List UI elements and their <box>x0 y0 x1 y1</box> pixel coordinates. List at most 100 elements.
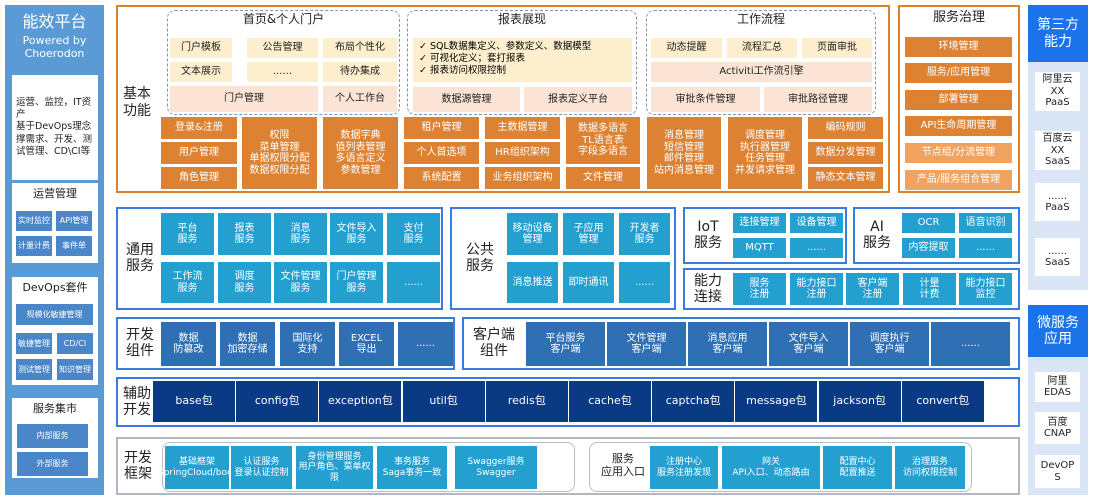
capability-item: 客户端 注册 <box>846 273 899 305</box>
aux-dev-package: util包 <box>402 381 485 422</box>
general-service-item: 工作流 服务 <box>161 262 214 303</box>
governance-item: 部署管理 <box>905 90 1012 110</box>
workflow-item: 动态提醒 <box>651 38 722 58</box>
service-entry-item: 配置中心 配置推送 <box>823 446 892 489</box>
workflow-item: 审批路径管理 <box>764 87 872 112</box>
workflow-item: 审批条件管理 <box>651 87 760 112</box>
dev-component-item: EXCEL 导出 <box>339 322 394 366</box>
public-service-item: 移动设备 管理 <box>507 213 558 255</box>
governance-item: API生命周期管理 <box>905 116 1012 136</box>
report-item: 数据源管理 <box>413 87 520 112</box>
public-service-item: 开发者 服务 <box>619 213 670 255</box>
portal-item: 个人工作台 <box>323 86 397 112</box>
capability-item: 能力接口 注册 <box>790 273 843 305</box>
aux-dev-label: 辅助 开发 <box>123 385 151 418</box>
ops-title: 运营管理 <box>33 186 77 200</box>
service-entry-label: 服务 应用入口 <box>601 452 645 478</box>
general-service-item: 文件管理 服务 <box>274 262 327 303</box>
report-check-item: ✓ 报表访问权限控制 <box>419 64 506 76</box>
public-service-item: 消息推送 <box>507 262 558 303</box>
aux-dev-package: base包 <box>153 381 235 422</box>
third-party-item: 阿里云 XX PaaS <box>1035 72 1080 111</box>
basic-functions-label: 基本 功能 <box>123 86 151 119</box>
ops-item: 实时监控 <box>16 211 52 231</box>
iot-item: MQTT <box>733 238 786 258</box>
ai-item: 内容提取 <box>902 238 955 258</box>
module-item: 数据多语言 TL语言表 字段多语言 <box>566 117 640 164</box>
client-component-item: 平台服务 客户端 <box>526 322 605 366</box>
dev-components-label: 开发 组件 <box>126 326 154 359</box>
sidebar-title: 能效平台 <box>22 11 87 31</box>
module-item: 静态文本管理 <box>808 167 883 189</box>
aux-dev-package: message包 <box>735 381 818 422</box>
devops-item: 测试管理 <box>16 359 52 380</box>
portal-item: ...... <box>247 62 318 82</box>
ops-item: 计量计费 <box>16 236 52 256</box>
aux-dev-package: cache包 <box>569 381 651 422</box>
general-service-item: 消息 服务 <box>274 213 327 255</box>
module-item: 业务组织架构 <box>485 167 560 189</box>
portal-item: 文本展示 <box>170 62 232 82</box>
report-title: 报表展现 <box>497 12 546 27</box>
governance-item: 节点组/分流管理 <box>905 143 1012 163</box>
general-service-item: ...... <box>387 262 440 303</box>
aux-dev-package: convert包 <box>901 381 984 422</box>
client-component-item: 消息应用 客户端 <box>688 322 767 366</box>
devops-item: 规模化敏捷管理 <box>16 304 93 325</box>
module-item: 个人首选项 <box>404 142 479 164</box>
ai-item: 语音识别 <box>959 213 1012 233</box>
client-component-item: 调度执行 客户端 <box>850 322 929 366</box>
module-item: 消息管理 短信管理 邮件管理 站内消息管理 <box>647 117 721 189</box>
microservice-header: 微服务 应用 <box>1028 305 1088 357</box>
aux-dev-package: redis包 <box>485 381 568 422</box>
client-component-item: 文件管理 客户端 <box>607 322 686 366</box>
ops-item: API管理 <box>56 211 92 231</box>
general-service-item: 门户管理 服务 <box>330 262 383 303</box>
module-item: 系统配置 <box>404 167 479 189</box>
devops-item: CD/CI <box>57 333 93 354</box>
workflow-item: 流程汇总 <box>727 38 797 58</box>
market-title: 服务集市 <box>33 401 77 415</box>
aux-dev-package: captcha包 <box>652 381 735 422</box>
module-item: 数据字典 值列表管理 多语言定义 参数管理 <box>323 117 398 189</box>
third-party-header: 第三方 能力 <box>1028 5 1088 62</box>
module-item: HR组织架构 <box>485 142 560 164</box>
dev-component-item: 数据 加密存储 <box>220 322 275 366</box>
module-item: 文件管理 <box>566 167 640 189</box>
governance-title: 服务治理 <box>932 9 985 25</box>
workflow-item: 页面审批 <box>802 38 872 58</box>
ai-label: AI 服务 <box>863 218 891 251</box>
governance-item: 环境管理 <box>905 37 1012 57</box>
public-services-label: 公共 服务 <box>466 241 494 274</box>
third-party-item: ...... PaaS <box>1035 183 1080 221</box>
report-item: 报表定义平台 <box>524 87 632 112</box>
framework-item: 基础框架 SpringCloud/boot <box>158 446 236 489</box>
sidebar-description: 运营、监控，IT资产 基于DevOps理念撑需求、开发、测试管理、CD\CI等 <box>12 75 98 180</box>
module-item: 主数据管理 <box>485 117 560 139</box>
portal-item: 公告管理 <box>247 38 318 58</box>
ai-item: OCR <box>902 213 955 233</box>
microservice-item: 百度 CNAP <box>1035 412 1080 444</box>
dev-component-item: 国际化 支持 <box>280 322 335 366</box>
report-checklist-box <box>413 38 632 82</box>
iot-label: IoT 服务 <box>694 218 722 251</box>
module-item: 用户管理 <box>161 142 237 164</box>
portal-item: 门户管理 <box>170 86 318 112</box>
public-service-item: ...... <box>619 262 670 303</box>
capability-item: 能力接口 监控 <box>959 273 1012 305</box>
public-service-item: 子应用 管理 <box>563 213 614 255</box>
portal-title: 首页&个人门户 <box>242 12 325 27</box>
service-entry-item: 治理服务 访问权限控制 <box>895 446 965 489</box>
iot-item: ...... <box>790 238 843 258</box>
portal-item: 布局个性化 <box>323 38 397 58</box>
framework-item: 身份管理服务 用户角色、菜单权限 <box>296 446 373 489</box>
general-services-label: 通用 服务 <box>126 241 154 274</box>
market-item: 内部服务 <box>17 424 88 448</box>
workflow-title: 工作流程 <box>736 12 785 27</box>
devops-title: DevOps套件 <box>22 280 88 294</box>
module-item: 数据分发管理 <box>808 142 883 164</box>
module-item: 登录&注册 <box>161 117 237 139</box>
service-entry-item: 注册中心 服务注册发现 <box>650 446 718 489</box>
general-service-item: 报表 服务 <box>218 213 271 255</box>
general-service-item: 文件导入 服务 <box>330 213 383 255</box>
